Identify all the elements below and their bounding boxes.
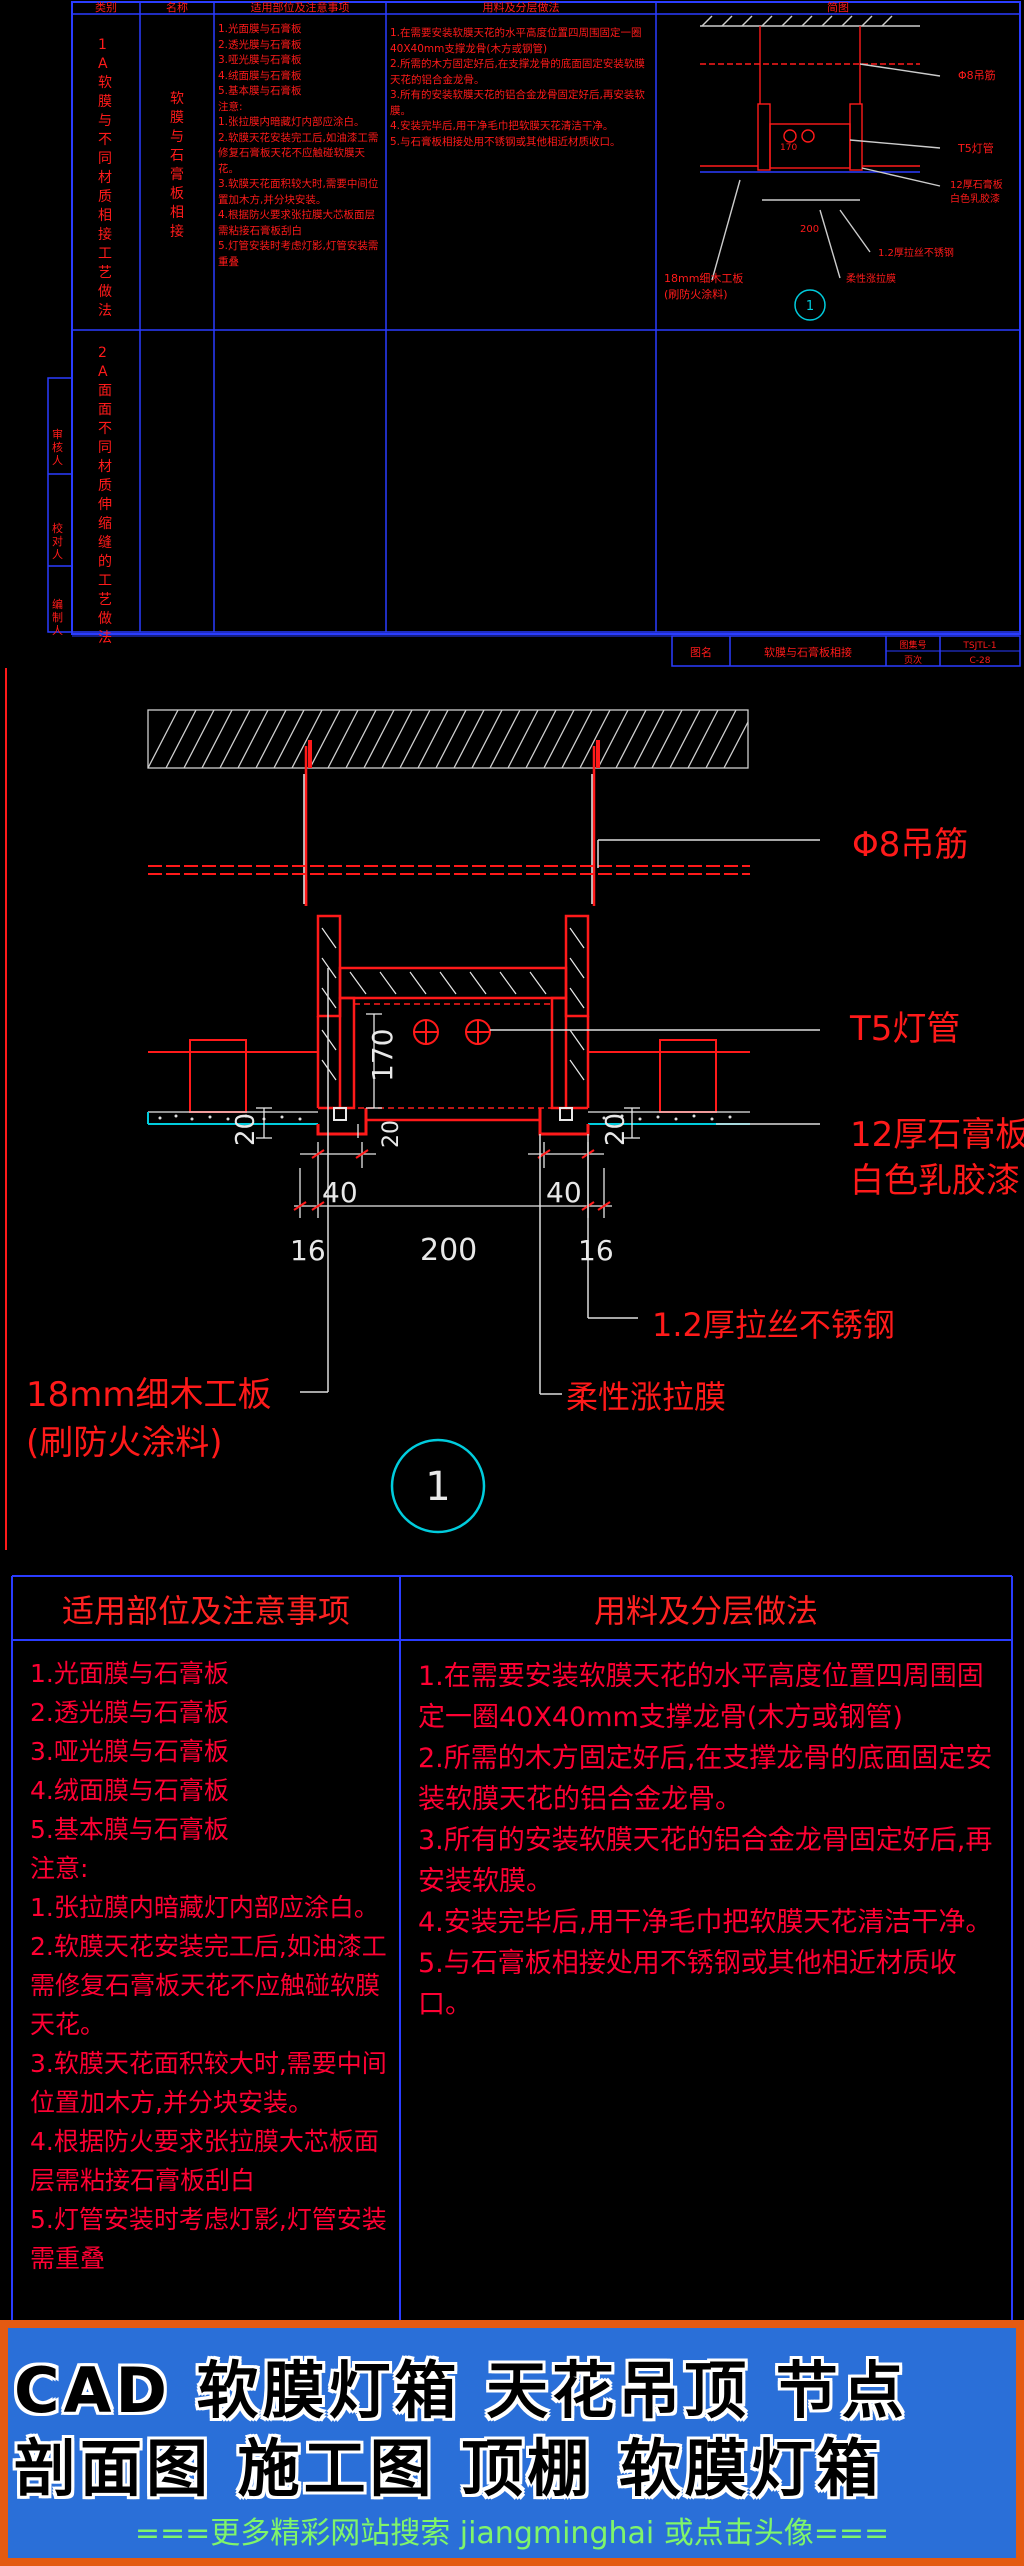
title-page: C-28 xyxy=(970,656,991,666)
header-sketch: 简图 xyxy=(827,0,849,14)
title-label-code: 图集号 xyxy=(899,639,926,651)
row1-method: 1.在需要安装软膜天花的水平高度位置四周围固定一圈40X40mm支撑龙骨(木方或… xyxy=(390,27,645,148)
detail-callout-circle xyxy=(390,1438,486,1534)
mini-dim-200: 200 xyxy=(800,224,819,235)
hanger-rods xyxy=(304,746,596,906)
title-label-page: 页次 xyxy=(904,654,922,666)
banner-line-3: ===更多精彩网站搜索 jiangminghai 或点击头像=== xyxy=(134,2516,890,2551)
side-label-author: 编制人 xyxy=(52,598,63,637)
side-label-checker: 校对人 xyxy=(52,522,63,561)
header-method: 用料及分层做法 xyxy=(483,0,560,14)
mini-label-steel: 1.2厚拉丝不锈钢 xyxy=(878,246,954,259)
side-label-reviewer: 审核人 xyxy=(52,428,63,467)
label-stainless-steel: 1.2厚拉丝不锈钢 xyxy=(652,1306,895,1344)
label-t5-lamp: T5灯管 xyxy=(849,1009,960,1049)
notes-table: 适用部位及注意事项 用料及分层做法 1.光面膜与石膏板 2.透光膜与石膏板 3.… xyxy=(0,1550,1024,2320)
mini-label-membrane: 柔性涨拉膜 xyxy=(846,272,896,285)
gypsum-boards xyxy=(148,1039,750,1113)
label-flexible-membrane: 柔性涨拉膜 xyxy=(566,1378,726,1416)
notes-left-text: 1.光面膜与石膏板 2.透光膜与石膏板 3.哑光膜与石膏板 4.绒面膜与石膏板 … xyxy=(30,1659,387,2273)
banner-line-2: 剖面图 施工图 顶棚 软膜灯箱 xyxy=(14,2432,883,2505)
banner-line-1: CAD 软膜灯箱 天花吊顶 节点 xyxy=(14,2354,908,2427)
mini-dim-170: 170 xyxy=(780,143,797,153)
notes-left-header: 适用部位及注意事项 xyxy=(61,1592,350,1630)
dim-200: 200 xyxy=(420,1233,477,1268)
label-wood-board-2: (刷防火涂料) xyxy=(26,1423,223,1463)
mini-label-gypsum-2: 白色乳胶漆 xyxy=(950,192,1000,205)
dim-20-left: 20 xyxy=(231,1113,261,1146)
dim-16-right: 16 xyxy=(578,1234,614,1267)
header-category: 类别 xyxy=(95,0,117,14)
mini-label-wood-2: (刷防火涂料) xyxy=(664,287,728,301)
dim-20-right: 20 xyxy=(601,1113,631,1146)
ceiling-slab xyxy=(147,709,749,769)
mini-label-wood-1: 18mm细木工板 xyxy=(664,271,743,285)
t5-lamps xyxy=(413,1019,491,1045)
mini-section-drawing xyxy=(700,15,941,281)
mini-callout: 1 xyxy=(806,299,814,314)
label-wood-board-1: 18mm细木工板 xyxy=(26,1375,272,1415)
title-name: 软膜与石膏板相接 xyxy=(764,645,852,659)
cad-sheet-overview: 类别 名称 适用部位及注意事项 用料及分层做法 简图 Φ8吊筋 T5灯管 12厚… xyxy=(0,0,1024,668)
main-runner xyxy=(148,865,750,875)
dim-16-left: 16 xyxy=(290,1234,326,1267)
label-hanger: Φ8吊筋 xyxy=(852,825,968,865)
notes-right-text: 1.在需要安装软膜天花的水平高度位置四周围固定一圈40X40mm支撑龙骨(木方或… xyxy=(418,1661,993,2020)
dim-20-center: 20 xyxy=(379,1120,404,1148)
notes-right-header: 用料及分层做法 xyxy=(593,1592,818,1630)
mini-label-gypsum-1: 12厚石膏板 xyxy=(950,178,1003,191)
row1-name: 软膜与石膏板相接 xyxy=(170,91,184,240)
row1-notes: 1.光面膜与石膏板 2.透光膜与石膏板 3.哑光膜与石膏板 4.绒面膜与石膏板 … xyxy=(218,23,379,268)
row1-category: 1A软膜与不同材质相接工艺做法 xyxy=(98,37,112,319)
promo-banner: CAD 软膜灯箱 天花吊顶 节点 剖面图 施工图 顶棚 软膜灯箱 ===更多精彩… xyxy=(0,2320,1024,2566)
mini-label-hanger: Φ8吊筋 xyxy=(958,68,996,82)
dim-40-right: 40 xyxy=(546,1176,582,1209)
dim-170: 170 xyxy=(366,1029,399,1082)
header-notes: 适用部位及注意事项 xyxy=(251,0,350,14)
label-gypsum-1: 12厚石膏板 xyxy=(850,1115,1024,1155)
dimension-lines xyxy=(256,1013,640,1218)
dim-40-left: 40 xyxy=(322,1176,358,1209)
wood-board-frames xyxy=(316,914,590,1110)
title-label-name: 图名 xyxy=(690,645,712,659)
leader-lines xyxy=(300,839,820,1395)
detail-callout-number: 1 xyxy=(425,1464,450,1510)
section-detail-drawing: 170 20 20 20 40 40 16 16 200 Φ8吊筋 T5灯管 1… xyxy=(0,668,1024,1550)
mini-label-lamp: T5灯管 xyxy=(957,141,994,155)
header-name: 名称 xyxy=(166,0,188,14)
title-code: TSJTL-1 xyxy=(962,641,996,651)
row2-category: 2A面面不同材质伸缩缝的工艺做法 xyxy=(98,345,112,646)
label-gypsum-2: 白色乳胶漆 xyxy=(850,1161,1020,1201)
